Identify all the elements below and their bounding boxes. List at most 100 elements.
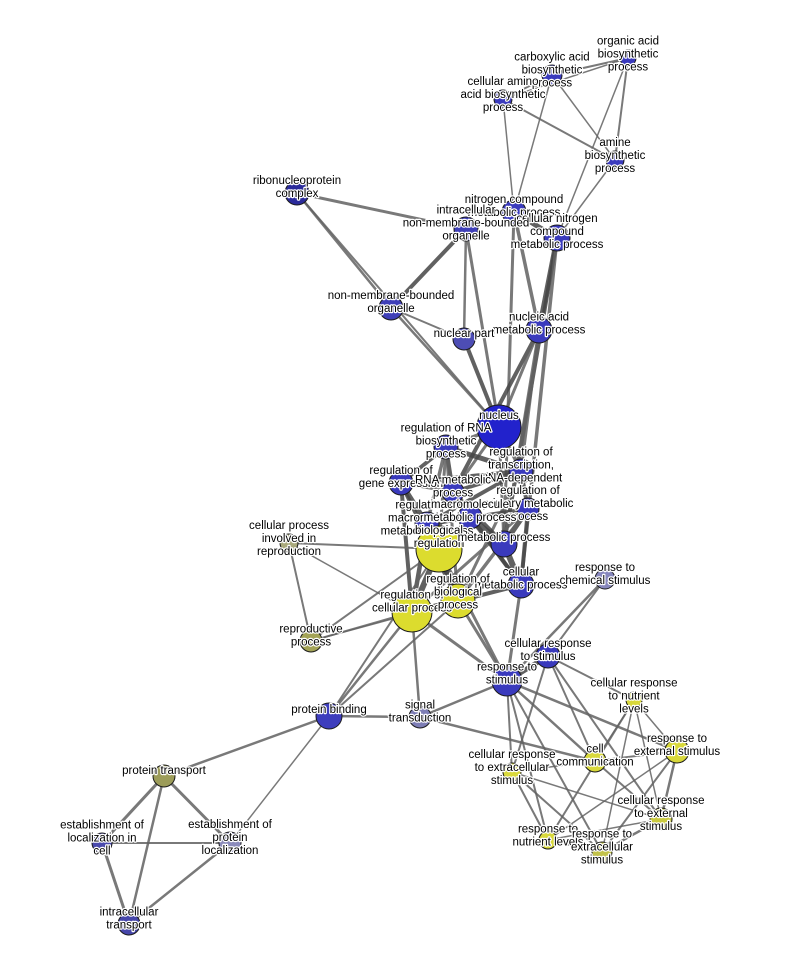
edge-pb-rbp [328,600,459,717]
node-caab[interactable] [493,89,513,109]
edge-crs-cres [547,655,662,820]
node-inmbo[interactable] [453,216,479,242]
edge-oab-cncm [556,57,629,239]
edge-rpm-rcp [410,507,530,614]
edge-epl-it [127,841,232,926]
edge-cpir-bioreg [288,542,440,550]
node-res[interactable] [664,738,690,764]
edge-rcs-crs [547,578,606,657]
edge-crecs-cres [511,771,662,820]
node-cab[interactable] [541,64,563,86]
node-nam[interactable] [525,316,553,344]
edge-crnl-cc [594,699,635,762]
edge-pb-st [327,714,422,719]
node-cncm[interactable] [543,224,571,252]
edge-cc-st [418,715,597,763]
node-ncm[interactable] [501,199,527,225]
node-elc[interactable] [91,832,113,854]
edge-pt-epl [162,774,232,845]
edge-res-cc [594,750,678,762]
node-label-mp: metabolic process [458,532,551,544]
edge-rcs-rs [505,577,607,683]
node-npart[interactable] [452,327,476,351]
node-label-nucleus: nucleus [479,410,519,422]
edge-ncm-nam [512,210,541,332]
node-label-pb: protein binding [291,704,366,716]
node-rnl[interactable] [538,830,558,850]
node-crecs[interactable] [502,762,522,782]
edge-rtd-rge [399,469,523,485]
node-pb[interactable] [315,702,343,730]
node-st[interactable] [408,705,432,729]
node-nucleus[interactable] [476,404,522,450]
edge-rtd-rmm [425,469,523,526]
edge-repro-bioreg [310,548,440,642]
node-rcs[interactable] [594,568,616,590]
edge-nmbo-nucleus [389,306,501,429]
node-rtd[interactable] [508,458,534,484]
node-rrb[interactable] [433,434,459,460]
edge-cab-oab [551,57,629,76]
node-cmp[interactable] [507,571,535,599]
node-rcp[interactable] [391,591,433,633]
node-rge[interactable] [388,470,414,496]
edge-cab-ab [551,74,616,161]
edge-res-rnl [547,750,678,841]
node-cc[interactable] [583,749,607,773]
node-epl[interactable] [218,831,242,855]
edge-res-rexs [601,750,678,853]
edge-cres-rnl [547,818,662,841]
node-crnl[interactable] [625,691,643,709]
node-mmp[interactable] [457,504,483,530]
node-mp[interactable] [490,530,518,558]
node-rnam[interactable] [441,480,465,504]
node-rs[interactable] [491,665,523,697]
node-rexs[interactable] [591,841,613,863]
node-oab[interactable] [619,49,637,67]
edge-pt-elc [100,774,166,845]
edge-cc-crecs [511,760,596,773]
edge-rs-res [505,679,679,753]
node-rbp[interactable] [440,583,476,619]
edge-rtd-rbp [456,469,523,603]
node-crs[interactable] [535,643,561,669]
edge-caab-ab [502,98,616,161]
node-rpm[interactable] [516,497,540,521]
node-nmbo[interactable] [378,295,404,321]
edge-rrb-rmm [425,445,448,526]
edge-cpir-repro [288,542,312,642]
node-cres[interactable] [649,807,673,831]
node-rnp[interactable] [284,180,310,206]
edge-crnl-rexs [601,699,635,853]
node-ab[interactable] [605,150,625,170]
edge-rs-cc [505,679,597,763]
edge-rcp-pb [327,610,414,718]
edge-nmbo-npart [390,307,465,340]
node-bioreg[interactable] [415,525,463,573]
node-pt[interactable] [152,764,176,788]
edge-rrb-rtd [443,444,524,474]
node-repro[interactable] [299,629,323,653]
node-it[interactable] [117,912,141,936]
edge-inmbo-nucleus [464,227,501,429]
node-cpir[interactable] [279,533,299,553]
